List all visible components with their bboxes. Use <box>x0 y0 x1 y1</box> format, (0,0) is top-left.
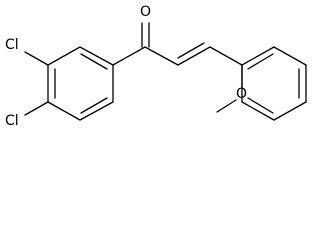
beta-to-ring2-bond <box>209 46 243 66</box>
ring2-bond-5-inner <box>247 97 274 114</box>
chlorine-lower-label: Cl <box>5 113 19 129</box>
ring2-bond-2 <box>273 46 307 66</box>
ring2-bond-4 <box>273 101 307 121</box>
chlorine-upper-label: Cl <box>5 37 19 53</box>
ring1-bond-1-inner <box>80 53 108 70</box>
ring2-bond-1-inner <box>247 53 274 70</box>
ring2-bond-1 <box>241 46 275 66</box>
methoxy-oxygen-label: O <box>236 86 247 102</box>
bonds <box>24 22 307 121</box>
ring2-bond-5 <box>241 101 275 121</box>
ring1-bond-1 <box>79 46 114 66</box>
carbonyl-to-alpha-bond <box>144 46 179 66</box>
methoxy-methyl-bond <box>216 99 237 113</box>
ring1-bond-2 <box>47 46 81 66</box>
cl-upper-bond <box>24 51 49 66</box>
ring1-bond-5 <box>79 101 114 121</box>
alkene-bond-inner <box>177 42 205 59</box>
ring1-to-carbonyl-bond <box>112 46 146 66</box>
molecule-structure: Cl Cl O O <box>5 4 307 129</box>
ring1-bond-5-inner <box>80 97 108 114</box>
carbonyl-oxygen-label: O <box>140 4 151 20</box>
cl-lower-bond <box>24 101 49 116</box>
ring1-bond-4 <box>47 101 81 121</box>
alkene-bond <box>177 46 211 66</box>
